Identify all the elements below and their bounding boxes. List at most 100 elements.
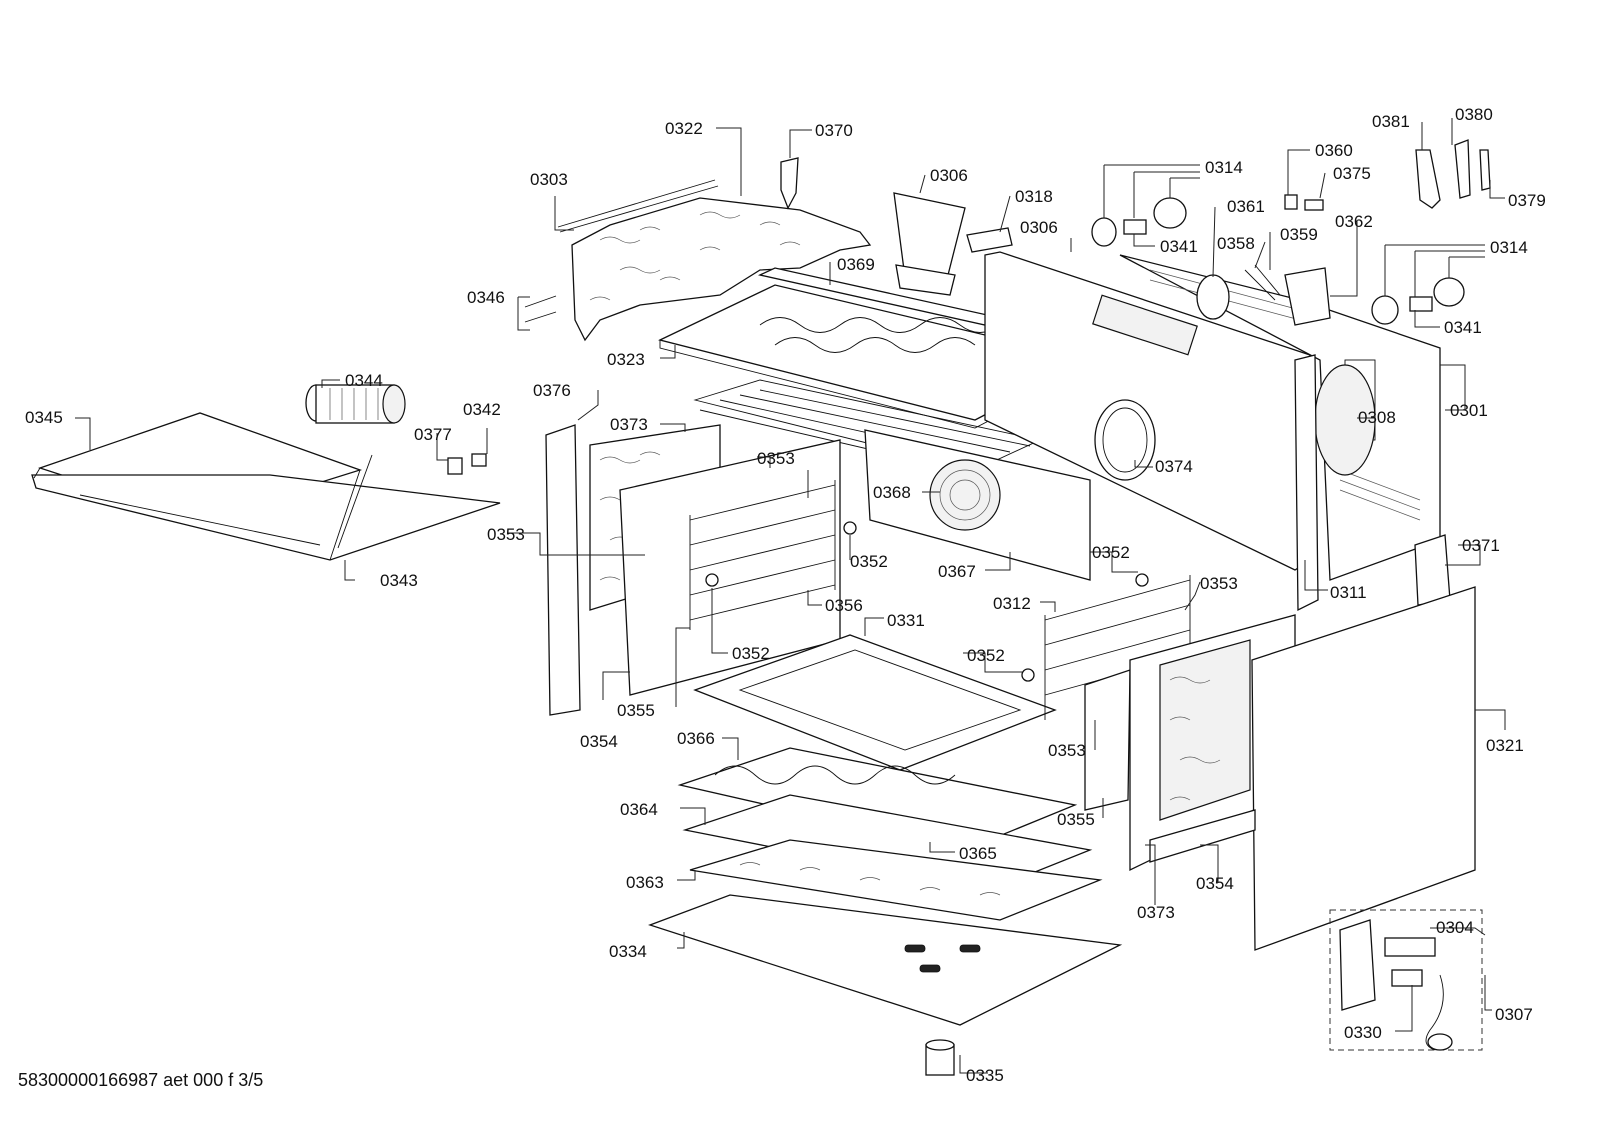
label-0322[interactable]: 0322 (665, 119, 703, 138)
label-0346[interactable]: 0346 (467, 288, 505, 307)
part-0354-right-rail (1149, 809, 1256, 863)
label-0356[interactable]: 0356 (825, 596, 863, 615)
label-0359[interactable]: 0359 (1280, 225, 1318, 244)
label-0375[interactable]: 0375 (1333, 164, 1371, 183)
label-0360[interactable]: 0360 (1315, 141, 1353, 160)
label-0314-top[interactable]: 0314 (1205, 158, 1243, 177)
part-0352-knob-d (1021, 668, 1035, 682)
part-0331-baking-tray (693, 634, 1057, 771)
label-0352-rear[interactable]: 0352 (1092, 543, 1130, 562)
drawing-reference-footer: 58300000166987 aet 000 f 3/5 (18, 1070, 263, 1090)
part-0321-side-panel (1251, 586, 1476, 951)
label-0314-right[interactable]: 0314 (1490, 238, 1528, 257)
part-0356-left-rack (689, 480, 836, 630)
label-0335[interactable]: 0335 (966, 1066, 1004, 1085)
label-0370[interactable]: 0370 (815, 121, 853, 140)
label-0352-upper[interactable]: 0352 (850, 552, 888, 571)
part-0334-base-plate (648, 894, 1123, 1026)
label-0355-left[interactable]: 0355 (617, 701, 655, 720)
part-0335-foot (925, 1039, 955, 1076)
label-0301[interactable]: 0301 (1450, 401, 1488, 420)
part-tangential-fan (305, 384, 406, 424)
part-0303-rod (557, 179, 716, 228)
label-0352-mid[interactable]: 0352 (967, 646, 1005, 665)
label-0365[interactable]: 0365 (959, 844, 997, 863)
label-0380[interactable]: 0380 (1455, 105, 1493, 124)
label-0353-right[interactable]: 0353 (1200, 574, 1238, 593)
label-0354-left[interactable]: 0354 (580, 732, 618, 751)
label-0352-lower[interactable]: 0352 (732, 644, 770, 663)
label-0368[interactable]: 0368 (873, 483, 911, 502)
label-0361[interactable]: 0361 (1227, 197, 1265, 216)
label-0373-left[interactable]: 0373 (610, 415, 648, 434)
label-0307[interactable]: 0307 (1495, 1005, 1533, 1024)
leader-lines (75, 118, 1506, 1074)
label-0353-left[interactable]: 0353 (487, 525, 525, 544)
label-0306-top[interactable]: 0306 (930, 166, 968, 185)
label-0312[interactable]: 0312 (993, 594, 1031, 613)
part-0371-strip (1414, 534, 1451, 606)
label-0323[interactable]: 0323 (607, 350, 645, 369)
label-0331[interactable]: 0331 (887, 611, 925, 630)
part-0380-bracket (1454, 139, 1471, 199)
label-0344[interactable]: 0344 (345, 371, 383, 390)
label-0308[interactable]: 0308 (1358, 408, 1396, 427)
part-0360-switch (1284, 194, 1298, 210)
label-0306-rear[interactable]: 0306 (1020, 218, 1058, 237)
label-0343[interactable]: 0343 (380, 571, 418, 590)
label-0330[interactable]: 0330 (1344, 1023, 1382, 1042)
part-0318-plate (966, 227, 1013, 253)
label-0355-right[interactable]: 0355 (1057, 810, 1095, 829)
label-0341-right[interactable]: 0341 (1444, 318, 1482, 337)
part-0367-rear-wall (864, 429, 1091, 581)
part-0381-bracket (1415, 149, 1441, 209)
part-0377-bracket (447, 457, 463, 475)
label-0373-right[interactable]: 0373 (1137, 903, 1175, 922)
part-0375-switch (1304, 199, 1324, 211)
label-0377[interactable]: 0377 (414, 425, 452, 444)
part-lamp-assembly-top (1091, 197, 1187, 247)
part-drawings (31, 139, 1491, 1076)
label-0321[interactable]: 0321 (1486, 736, 1524, 755)
part-0355-right-rail (1084, 669, 1131, 811)
part-0363-bottom-insulation (689, 839, 1103, 921)
part-0346-clips (524, 295, 557, 323)
label-0334[interactable]: 0334 (609, 942, 647, 961)
part-0352-knob-c (1135, 573, 1149, 587)
label-0366[interactable]: 0366 (677, 729, 715, 748)
label-0345[interactable]: 0345 (25, 408, 63, 427)
part-electrical-group (1329, 909, 1483, 1051)
label-0362[interactable]: 0362 (1335, 212, 1373, 231)
part-number-labels: 0322 0370 0303 0306 0318 0306 0314 0341 … (18, 105, 1546, 1090)
part-0352-knob-a (843, 521, 857, 535)
part-0376-left-frame (545, 424, 581, 716)
label-0371[interactable]: 0371 (1462, 536, 1500, 555)
label-0354-right[interactable]: 0354 (1196, 874, 1234, 893)
part-convection-fan (1196, 264, 1331, 326)
label-0369[interactable]: 0369 (837, 255, 875, 274)
label-0353-upper[interactable]: 0353 (757, 449, 795, 468)
label-0381[interactable]: 0381 (1372, 112, 1410, 131)
part-0352-knob-b (705, 573, 719, 587)
part-0306-duct (893, 192, 966, 296)
label-0341-top[interactable]: 0341 (1160, 237, 1198, 256)
part-0303-rod-2 (559, 185, 719, 233)
label-0364[interactable]: 0364 (620, 800, 658, 819)
part-lamp-assembly-right (1371, 277, 1465, 325)
label-0311[interactable]: 0311 (1330, 583, 1367, 602)
label-0342[interactable]: 0342 (463, 400, 501, 419)
part-0311-frame (1294, 354, 1319, 612)
label-0303[interactable]: 0303 (530, 170, 568, 189)
part-0379-bracket (1479, 149, 1491, 191)
label-0318[interactable]: 0318 (1015, 187, 1053, 206)
label-0379[interactable]: 0379 (1508, 191, 1546, 210)
label-0367[interactable]: 0367 (938, 562, 976, 581)
label-0374[interactable]: 0374 (1155, 457, 1193, 476)
label-0304[interactable]: 0304 (1436, 918, 1474, 937)
label-0358[interactable]: 0358 (1217, 234, 1255, 253)
label-0363[interactable]: 0363 (626, 873, 664, 892)
label-0353-lower[interactable]: 0353 (1048, 741, 1086, 760)
label-0376[interactable]: 0376 (533, 381, 571, 400)
